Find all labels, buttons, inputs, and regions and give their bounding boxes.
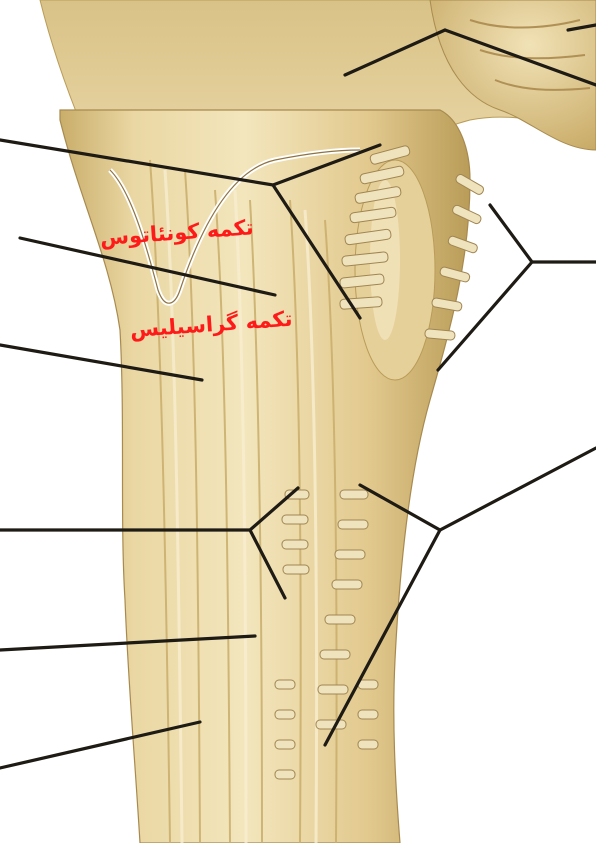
brainstem-illustration (0, 0, 596, 843)
